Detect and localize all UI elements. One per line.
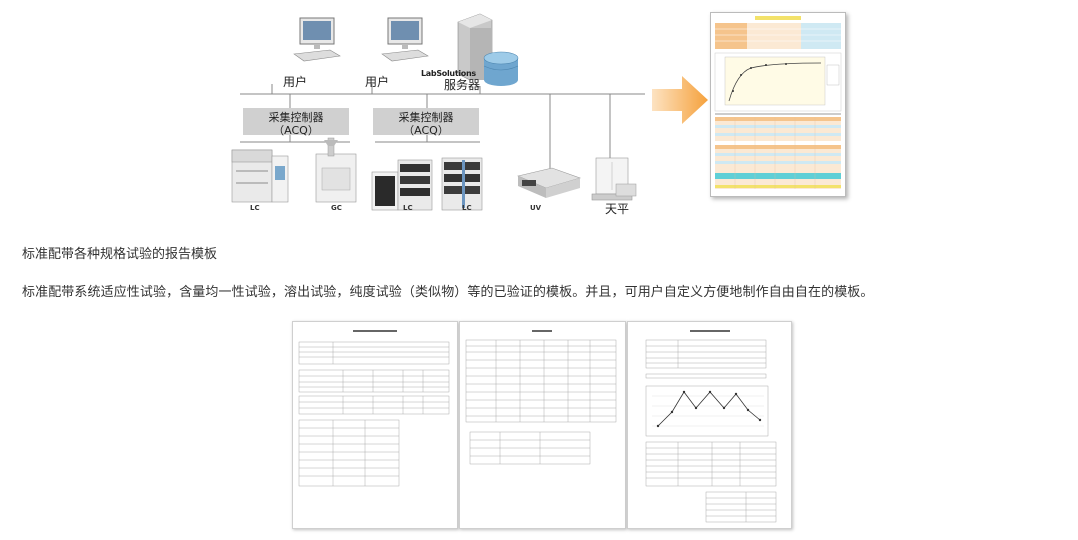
- document-preview-graphic: [298, 330, 450, 487]
- lc-instrument-icon: [231, 149, 289, 203]
- server-label: 服务器: [444, 78, 481, 92]
- lc-instrument-icon: [371, 159, 433, 211]
- user-label: 用户: [365, 75, 390, 89]
- network-lines: [240, 84, 645, 170]
- acq-subtitle: （ACQ）: [403, 124, 449, 137]
- template-document-assay: [459, 321, 626, 529]
- section-heading: 标准配带各种规格试验的报告模板: [22, 247, 218, 262]
- instrument-label: LC: [462, 204, 472, 212]
- server-brand-label: LabSolutions: [421, 69, 476, 78]
- section-description: 标准配带系统适应性试验，含量均一性试验，溶出试验，纯度试验（类似物）等的已验证的…: [22, 285, 874, 300]
- instrument-label: LC: [403, 204, 413, 212]
- gc-instrument-icon: [315, 137, 357, 203]
- acq-controller-box: 采集控制器 （ACQ）: [373, 108, 479, 137]
- acq-subtitle: （ACQ）: [273, 124, 319, 137]
- arrow-right-icon: [652, 76, 708, 124]
- instrument-label: 天平: [605, 202, 630, 216]
- uv-instrument-icon: [517, 167, 581, 198]
- instrument-label: LC: [250, 204, 260, 212]
- server-icon: [457, 13, 493, 81]
- template-document-system-suitability: [292, 321, 458, 529]
- instrument-label: UV: [530, 204, 542, 212]
- template-document-content-uniformity: [627, 321, 792, 529]
- instrument-label: GC: [331, 204, 342, 212]
- document-preview-graphic: [645, 330, 777, 523]
- computer-icon: [293, 17, 341, 62]
- computer-icon: [381, 17, 429, 62]
- document-preview-graphic: [465, 330, 617, 465]
- database-icon: [483, 51, 519, 86]
- acq-controller-box: 采集控制器 （ACQ）: [243, 108, 349, 137]
- lc-instrument-icon: [441, 157, 483, 211]
- acq-title: 采集控制器: [268, 111, 324, 124]
- acq-title: 采集控制器: [398, 111, 454, 124]
- network-diagram: [231, 13, 645, 211]
- report-preview-graphic: [714, 16, 842, 189]
- user-label: 用户: [283, 75, 308, 89]
- balance-icon: [591, 157, 637, 201]
- report-thumbnail: [710, 12, 846, 197]
